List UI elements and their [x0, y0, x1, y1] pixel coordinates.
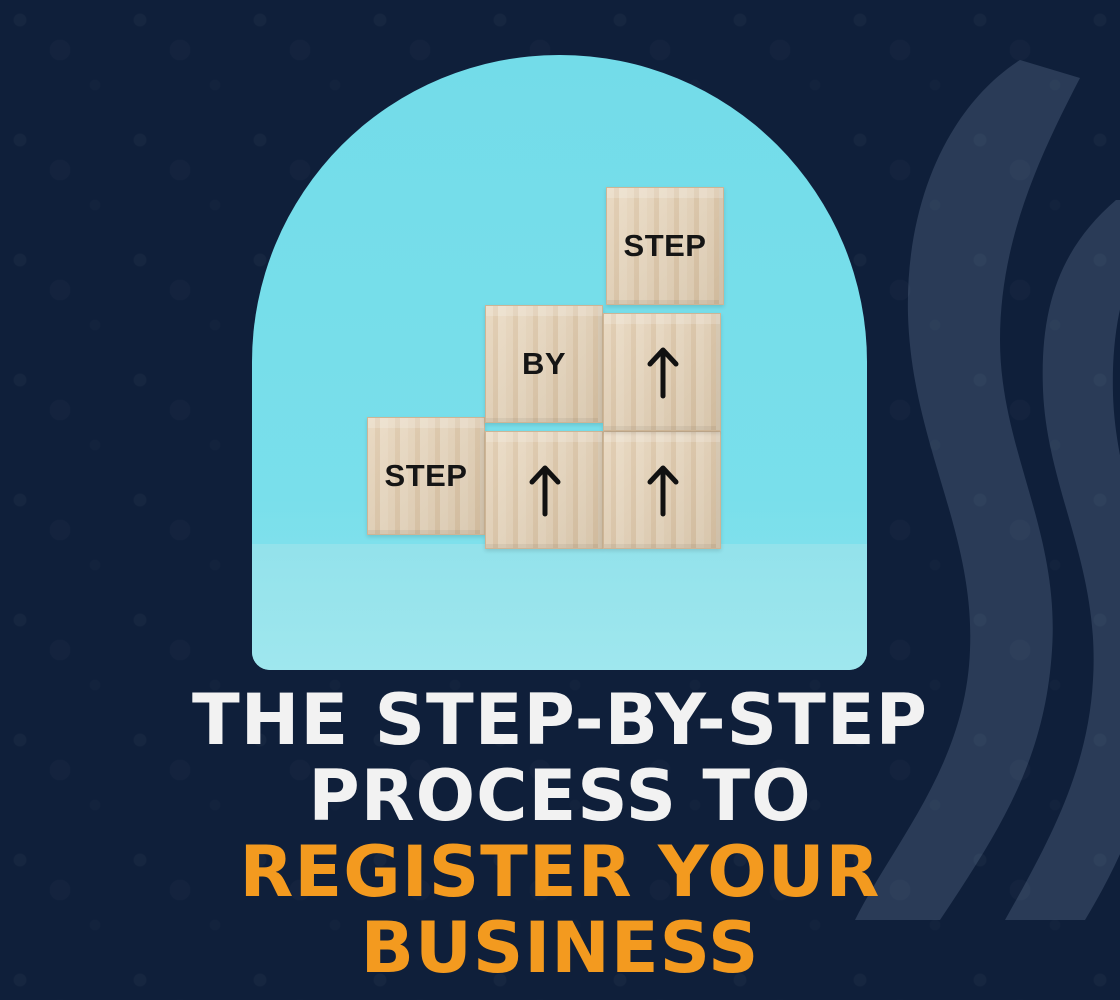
- wood-block-arrow-right-bottom: [603, 431, 721, 549]
- up-arrow-icon: [647, 465, 679, 517]
- wood-block-by: BY: [485, 305, 603, 423]
- block-text-by: BY: [521, 346, 567, 381]
- headline-line-3: REGISTER YOUR: [239, 831, 881, 913]
- wood-block-step-top: STEP: [606, 187, 724, 305]
- up-arrow-icon: [647, 347, 679, 399]
- headline-block: THE STEP-BY-STEP PROCESS TO REGISTER YOU…: [0, 685, 1120, 989]
- block-text-step-top: STEP: [623, 228, 707, 263]
- headline-line-1: THE STEP-BY-STEP: [192, 679, 928, 761]
- wood-block-step-left: STEP: [367, 417, 485, 535]
- hero-arch-image: STEP BY STEP: [252, 55, 867, 670]
- wood-block-arrow-right-middle: [603, 313, 721, 431]
- up-arrow-icon: [529, 465, 561, 517]
- surface: [252, 544, 867, 670]
- brand-watermark-icon: [855, 60, 1120, 920]
- wood-block-arrow-middle-bottom: [485, 431, 603, 549]
- headline-line-2: PROCESS TO: [308, 755, 812, 837]
- headline-line-4: BUSINESS: [360, 907, 760, 989]
- block-text-step-left: STEP: [384, 458, 468, 493]
